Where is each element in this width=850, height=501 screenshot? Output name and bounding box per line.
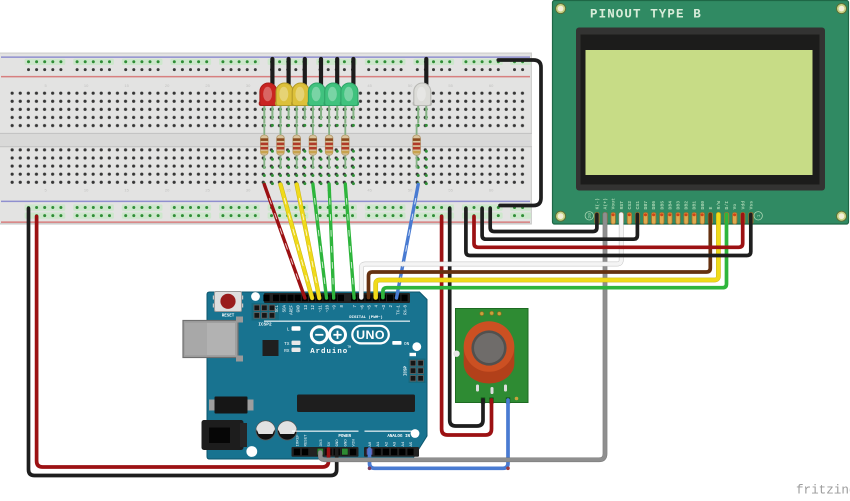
- svg-text:~10: ~10: [327, 304, 331, 312]
- svg-text:CS1: CS1: [635, 201, 641, 210]
- svg-text:45: 45: [367, 83, 372, 88]
- svg-text:30: 30: [246, 188, 251, 193]
- svg-text:POWER: POWER: [338, 435, 351, 439]
- svg-text:~11: ~11: [319, 304, 323, 312]
- svg-text:PINOUT TYPE B: PINOUT TYPE B: [590, 8, 702, 22]
- svg-text:fritzing: fritzing: [796, 484, 850, 498]
- svg-text:DB7: DB7: [643, 201, 649, 210]
- svg-text:8: 8: [341, 304, 345, 307]
- svg-text:10: 10: [84, 188, 89, 193]
- svg-text:TX: TX: [284, 341, 290, 347]
- svg-text:GND: GND: [336, 439, 340, 447]
- svg-text:DB3: DB3: [676, 201, 682, 210]
- svg-text:4: 4: [376, 304, 380, 307]
- svg-text:DB4: DB4: [667, 201, 673, 210]
- svg-text:RST: RST: [619, 201, 625, 210]
- svg-text:~5: ~5: [369, 304, 373, 309]
- svg-text:A5: A5: [410, 441, 414, 446]
- svg-text:DB5: DB5: [659, 201, 665, 210]
- svg-text:1: 1: [756, 214, 762, 217]
- svg-text:55: 55: [448, 188, 453, 193]
- svg-text:13: 13: [305, 304, 309, 309]
- svg-text:5: 5: [44, 83, 47, 88]
- svg-text:Arduino: Arduino: [310, 348, 348, 356]
- svg-text:20: 20: [165, 188, 170, 193]
- svg-text:7: 7: [354, 304, 358, 307]
- svg-text:R/W: R/W: [716, 201, 722, 210]
- svg-text:ON: ON: [404, 342, 410, 347]
- svg-text:50: 50: [408, 188, 413, 193]
- svg-text:~3: ~3: [383, 304, 387, 309]
- svg-text:L: L: [287, 327, 290, 333]
- svg-text:Vss: Vss: [748, 201, 754, 210]
- svg-text:AREF: AREF: [291, 304, 295, 314]
- svg-text:2: 2: [390, 304, 394, 307]
- svg-text:TM: TM: [347, 345, 351, 349]
- svg-text:Vo: Vo: [732, 204, 738, 210]
- svg-text:UNO: UNO: [356, 328, 385, 342]
- svg-text:VIN: VIN: [353, 439, 357, 447]
- svg-text:Vdd: Vdd: [740, 201, 746, 210]
- svg-text:30: 30: [246, 83, 251, 88]
- svg-text:55: 55: [448, 83, 453, 88]
- svg-text:GND: GND: [344, 439, 348, 447]
- svg-text:A3: A3: [394, 441, 398, 446]
- svg-text:45: 45: [367, 188, 372, 193]
- svg-text:D/I: D/I: [724, 201, 730, 210]
- svg-text:RESET: RESET: [305, 434, 309, 447]
- svg-text:RX←0: RX←0: [405, 304, 409, 314]
- svg-text:60: 60: [489, 188, 494, 193]
- svg-text:GND: GND: [298, 304, 302, 312]
- svg-text:DB2: DB2: [684, 201, 690, 210]
- svg-text:K(-): K(-): [595, 198, 601, 210]
- svg-text:60: 60: [489, 83, 494, 88]
- svg-text:ICSP2: ICSP2: [258, 323, 272, 328]
- svg-text:20: 20: [587, 213, 593, 219]
- svg-text:SDA: SDA: [283, 304, 287, 312]
- svg-text:35: 35: [286, 188, 291, 193]
- svg-text:5V: 5V: [328, 441, 332, 446]
- svg-text:DIGITAL (PWM~): DIGITAL (PWM~): [349, 315, 383, 320]
- svg-text:A1: A1: [377, 441, 381, 446]
- svg-text:25: 25: [205, 188, 210, 193]
- svg-text:A2: A2: [385, 441, 389, 446]
- svg-text:DB1: DB1: [692, 201, 698, 210]
- svg-text:A4: A4: [402, 441, 406, 446]
- svg-text:DB6: DB6: [651, 201, 657, 210]
- svg-text:15: 15: [124, 83, 129, 88]
- svg-text:~6: ~6: [361, 304, 365, 309]
- svg-text:12: 12: [312, 304, 316, 309]
- svg-text:TX→1: TX→1: [397, 304, 401, 314]
- svg-text:10: 10: [84, 83, 89, 88]
- svg-text:ANALOG IN: ANALOG IN: [387, 435, 410, 439]
- svg-text:IOREF: IOREF: [296, 434, 300, 447]
- svg-text:A(+): A(+): [603, 198, 609, 210]
- svg-text:DB0: DB0: [700, 201, 706, 210]
- svg-text:20: 20: [165, 83, 170, 88]
- svg-text:A0: A0: [369, 441, 373, 446]
- svg-text:50: 50: [408, 83, 413, 88]
- svg-text:3V3: 3V3: [320, 439, 324, 447]
- svg-text:~9: ~9: [334, 304, 338, 309]
- svg-text:5: 5: [44, 188, 47, 193]
- svg-text:E: E: [708, 207, 714, 210]
- svg-text:25: 25: [205, 83, 210, 88]
- svg-text:Vout: Vout: [611, 198, 617, 210]
- svg-text:ICSP: ICSP: [405, 365, 409, 376]
- svg-text:SCL: SCL: [276, 304, 280, 312]
- svg-text:CS2: CS2: [627, 201, 633, 210]
- svg-text:15: 15: [124, 188, 129, 193]
- svg-text:RESET: RESET: [222, 315, 235, 319]
- svg-text:RX: RX: [284, 348, 290, 354]
